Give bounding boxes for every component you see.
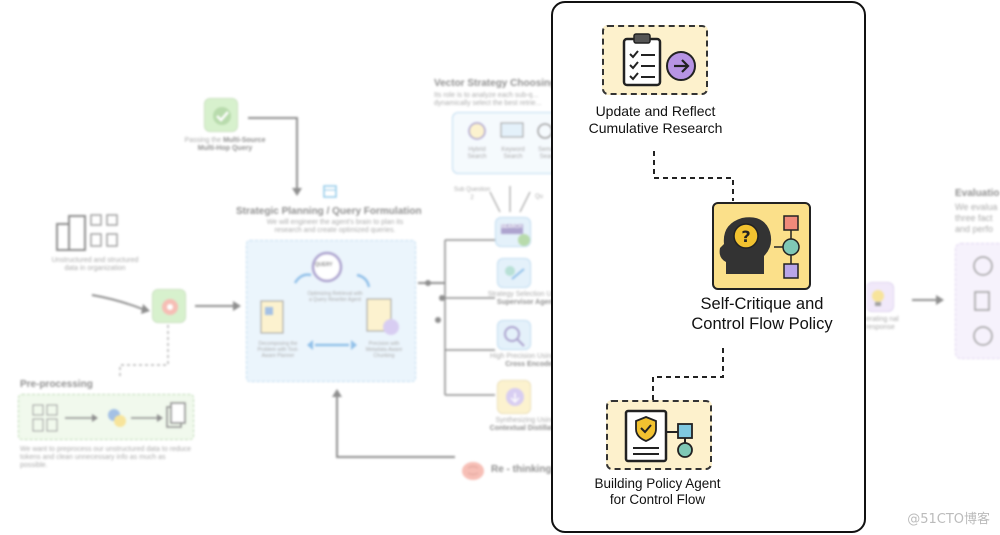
evaluation-box <box>955 243 1000 359</box>
multi-source-caption: Passing the Multi-Source Multi-Hop Query <box>184 137 266 152</box>
building-policy-node <box>606 400 712 470</box>
supervisor-agent-icon <box>497 258 531 288</box>
brain-icon <box>460 460 486 487</box>
chunking-caption: Precision with Metadata-Aware Chunking <box>365 341 403 359</box>
distillation-icon <box>497 380 531 414</box>
query-rewriter-caption: Optimizing Retrieval with a Query Rewrit… <box>307 291 363 303</box>
strategic-title: Strategic Planning / Query Formulation <box>236 206 422 217</box>
gear-icon <box>152 289 186 323</box>
unstructured-caption: Unstructured and structured data in orga… <box>51 257 139 272</box>
preprocessing-note: We want to preprocess our unstructured d… <box>20 446 192 469</box>
rethinking-label: Re - thinking <box>491 464 552 475</box>
update-reflect-node <box>602 25 708 95</box>
preprocessing-title: Pre-processing <box>20 379 93 390</box>
vector-title: Vector Strategy Choosing <box>434 78 557 89</box>
sub-question-2-label: Sub Question 2 <box>453 187 491 201</box>
sub-question-label: Qu <box>535 194 544 200</box>
hybrid-search-label: Hybrid Search <box>467 147 487 160</box>
calendar-icon <box>322 183 338 204</box>
search-tag: SEARCH <box>501 224 523 230</box>
vector-box: Hybrid Search Keyword Search Sema Sear <box>452 112 562 174</box>
strategic-box: QUERY Optimizing Retrieval with a Query … <box>246 240 416 382</box>
vector-subtitle: Its role is to analyze each sub-q... dyn… <box>434 92 542 107</box>
organization-icon <box>55 212 130 257</box>
evaluation-title: Evaluatio <box>955 188 1000 199</box>
focus-connectors <box>652 151 734 401</box>
semantic-search-label: Sema Sear <box>538 147 554 160</box>
planner-caption: Decomposing the Problem with Tool-Aware … <box>257 341 299 359</box>
shield-document-icon <box>624 409 693 463</box>
cross-encoder-icon <box>497 320 531 350</box>
head-question-flow-icon: ? <box>719 215 800 279</box>
self-critique-node: ? <box>712 202 811 290</box>
search-icon <box>495 217 531 247</box>
query-check-icon <box>204 98 238 132</box>
watermark: @51CTO博客 <box>907 512 990 527</box>
evaluation-text: We evalua three fact and perfo <box>955 202 998 234</box>
generating-caption: erating nal response <box>866 316 899 331</box>
lightbulb-icon <box>866 282 894 312</box>
svg-text:?: ? <box>741 227 750 246</box>
clipboard-icon <box>622 33 696 87</box>
preprocessing-box <box>18 394 194 440</box>
query-tag: QUERY <box>315 262 333 268</box>
keyword-search-label: Keyword Search <box>501 147 525 160</box>
strategic-subtitle: We will engineer the agent's brain to pl… <box>266 219 404 234</box>
